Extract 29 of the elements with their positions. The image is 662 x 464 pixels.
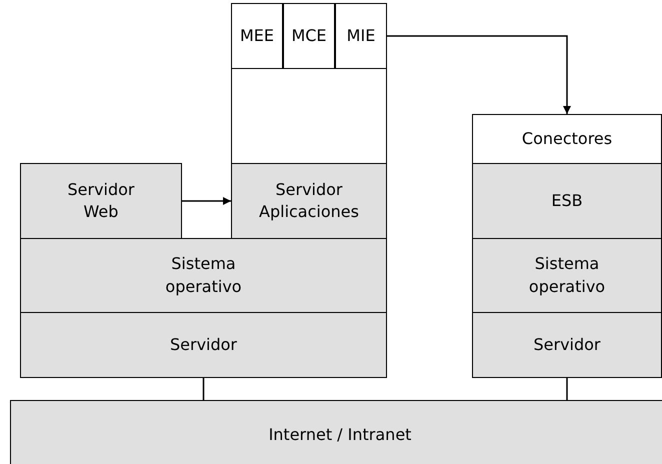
- component-box: [20, 163, 182, 239]
- connector-line: [202, 378, 204, 400]
- arrow: [182, 197, 231, 205]
- node-label: MEE: [240, 24, 274, 47]
- connector-line: [566, 378, 568, 400]
- node-label: Servidor: [533, 334, 600, 356]
- node-label: Sistema operativo: [164, 253, 243, 298]
- component-box: [231, 3, 283, 69]
- component-box: [10, 400, 662, 464]
- component-box: [231, 163, 387, 239]
- node-label: Internet / Intranet: [268, 424, 412, 446]
- node-label: Servidor Web: [66, 178, 136, 223]
- node-label: Servidor Aplicaciones: [258, 178, 360, 223]
- node-label: MIE: [346, 24, 376, 47]
- component-box: [335, 3, 387, 69]
- arrow: [387, 35, 571, 114]
- component-box: [472, 114, 662, 164]
- node-label: ESB: [551, 190, 583, 212]
- empty-box: [231, 68, 387, 164]
- component-box: [20, 312, 387, 378]
- component-box: [20, 238, 387, 313]
- component-box: [283, 3, 335, 69]
- node-label: MCE: [291, 24, 327, 47]
- node-label: Conectores: [522, 128, 612, 150]
- component-box: [472, 163, 662, 239]
- node-label: Sistema operativo: [528, 253, 606, 298]
- component-box: [472, 238, 662, 313]
- component-box: [472, 312, 662, 378]
- node-label: Servidor: [170, 334, 237, 356]
